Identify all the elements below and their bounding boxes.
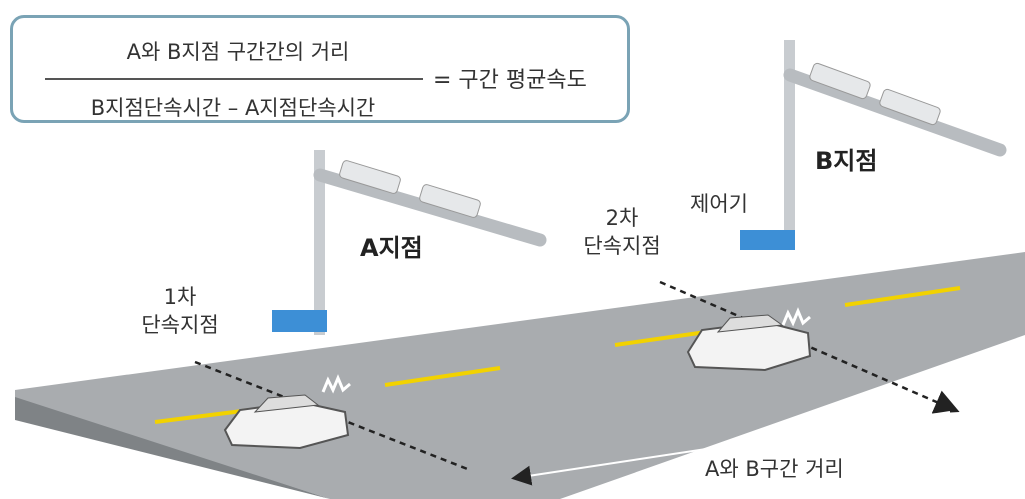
- lane-markings: [154, 286, 961, 424]
- label-first-line1: 1차: [163, 285, 197, 309]
- label-second-line1: 2차: [605, 206, 639, 230]
- label-first-line2: 단속지점: [141, 313, 219, 338]
- label-point-a: A지점: [360, 234, 423, 262]
- controller-box-a: [272, 310, 327, 332]
- formula-result: = 구간 평균속도: [433, 68, 587, 93]
- flash-icon-b: [781, 307, 811, 327]
- pole-b: [740, 40, 1007, 250]
- second-enforcement-line: [659, 280, 960, 414]
- formula-numerator: A와 B지점 구간간의 거리: [126, 40, 350, 64]
- label-distance: A와 B구간 거리: [705, 457, 844, 481]
- label-second-line2: 단속지점: [583, 234, 661, 259]
- formula-denominator: B지점단속시간 – A지점단속시간: [90, 96, 376, 120]
- controller-box-b: [740, 230, 795, 250]
- flash-icon-a: [321, 374, 351, 394]
- label-point-b: B지점: [815, 147, 878, 175]
- pole-a: [272, 150, 547, 335]
- label-controller: 제어기: [690, 192, 748, 216]
- car-a-icon: [223, 394, 350, 450]
- car-b-icon: [686, 314, 812, 372]
- label-first-point: 1차 단속지점: [130, 283, 230, 340]
- distance-arrow: [511, 411, 951, 486]
- label-second-point: 2차 단속지점: [572, 204, 672, 261]
- fraction-bar: [45, 78, 423, 80]
- formula-box: A와 B지점 구간간의 거리 B지점단속시간 – A지점단속시간 = 구간 평균…: [10, 15, 630, 123]
